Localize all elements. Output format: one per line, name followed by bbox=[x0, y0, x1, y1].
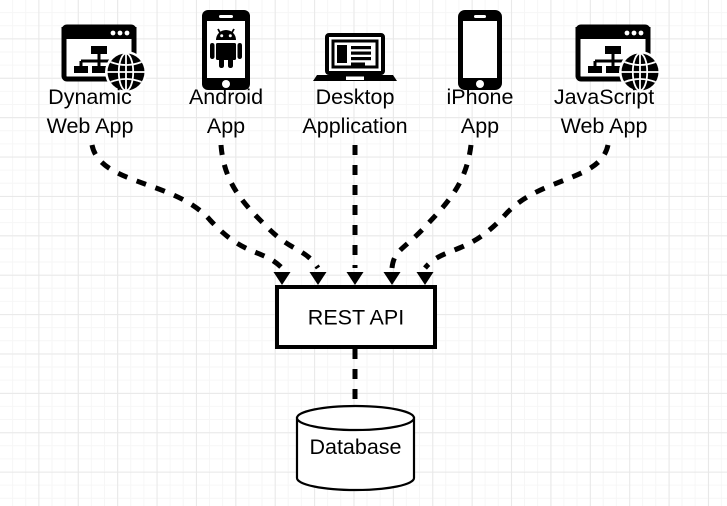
client-label-iphone-app-line2: App bbox=[461, 114, 499, 138]
client-label-iphone-app-line1: iPhone bbox=[447, 85, 514, 109]
client-label-javascript-web-app-line1: JavaScript bbox=[554, 85, 654, 109]
arrowhead bbox=[347, 272, 364, 285]
browser-sitemap-globe-icon bbox=[576, 27, 662, 93]
arrowhead bbox=[310, 272, 327, 285]
client-node-dynamic-web-app[interactable]: Dynamic Web App bbox=[47, 27, 147, 138]
connections-layer bbox=[92, 145, 608, 412]
client-node-android-app[interactable]: Android App bbox=[189, 10, 263, 138]
client-label-android-app-line2: App bbox=[207, 114, 245, 138]
client-label-android-app-line1: Android bbox=[189, 85, 263, 109]
iphone-icon bbox=[458, 10, 502, 90]
database-label: Database bbox=[309, 435, 401, 459]
arrowhead bbox=[274, 272, 291, 285]
client-label-desktop-application-line2: Application bbox=[302, 114, 407, 138]
rest-api-node[interactable]: REST API bbox=[277, 287, 435, 347]
database-cylinder-top bbox=[297, 406, 414, 430]
browser-sitemap-globe-icon bbox=[62, 27, 148, 93]
client-label-dynamic-web-app-line2: Web App bbox=[47, 114, 134, 138]
client-node-iphone-app[interactable]: iPhone App bbox=[447, 10, 514, 138]
connector-android-app-to-rest-api bbox=[221, 145, 318, 268]
database-node[interactable]: Database bbox=[297, 406, 414, 490]
client-label-javascript-web-app-line2: Web App bbox=[561, 114, 648, 138]
arrowhead bbox=[384, 272, 401, 285]
client-node-desktop-application[interactable]: Desktop Application bbox=[302, 35, 407, 138]
rest-api-label: REST API bbox=[308, 306, 404, 330]
arrowhead bbox=[417, 272, 434, 285]
client-label-desktop-application-line1: Desktop bbox=[316, 85, 395, 109]
client-nodes-layer: Dynamic Web App Android App Desktop Appl… bbox=[47, 10, 661, 138]
android-phone-icon bbox=[202, 10, 250, 90]
connector-dynamic-web-app-to-rest-api bbox=[92, 145, 282, 268]
client-node-javascript-web-app[interactable]: JavaScript Web App bbox=[554, 27, 661, 138]
connector-javascript-web-app-to-rest-api bbox=[425, 145, 608, 268]
laptop-icon bbox=[313, 35, 397, 81]
client-label-dynamic-web-app-line1: Dynamic bbox=[48, 85, 132, 109]
